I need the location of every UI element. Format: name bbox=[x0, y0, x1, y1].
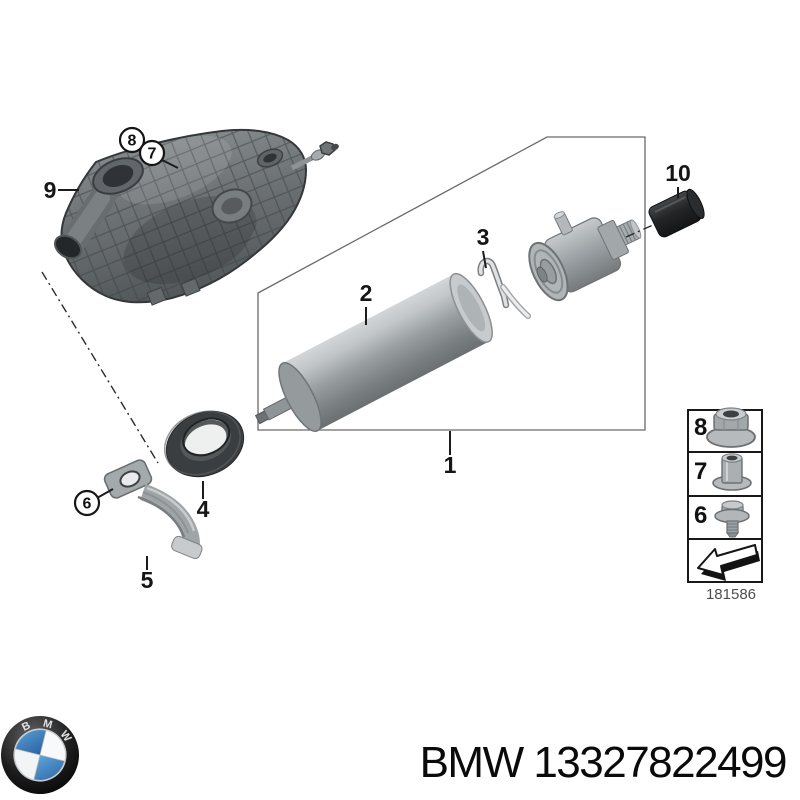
clip-prong bbox=[501, 285, 530, 318]
ring-sheen bbox=[163, 410, 241, 476]
clamp-tab-hole bbox=[119, 470, 141, 488]
logo-letter-m: M bbox=[42, 718, 54, 732]
pressure-regulator bbox=[528, 211, 642, 302]
legend-item-arrow bbox=[697, 544, 760, 581]
rubber-ring-part-4 bbox=[163, 410, 245, 478]
clamp-end-tongue bbox=[171, 535, 203, 560]
regulator-pipe-mouth bbox=[553, 211, 565, 219]
regulator-threads bbox=[619, 221, 637, 244]
callout-6-label: 6 bbox=[83, 496, 92, 513]
retaining-clip-part-3 bbox=[477, 257, 531, 319]
housing-snout-opening bbox=[53, 234, 83, 260]
fuel-filter-part-2 bbox=[254, 272, 493, 432]
callout-8-label: 8 bbox=[128, 133, 137, 150]
regulator-nipple-tip bbox=[629, 219, 642, 239]
callout-2-label: 2 bbox=[360, 280, 373, 306]
logo-quadrant-white-bl bbox=[15, 748, 40, 780]
legend-8-label: 8 bbox=[694, 414, 707, 441]
alignment-line-cap bbox=[625, 224, 654, 238]
legend-item-8: 8 bbox=[694, 407, 756, 448]
legend-7-label: 7 bbox=[694, 458, 707, 485]
flange-nut-icon bbox=[706, 407, 756, 448]
filter-end-cap-left bbox=[278, 362, 322, 432]
logo-quadrant-white-tr bbox=[40, 730, 65, 762]
callout-7-leader bbox=[161, 159, 179, 169]
callout-9-label: 9 bbox=[44, 177, 57, 203]
housing-tab-2 bbox=[180, 277, 201, 297]
logo-cross bbox=[15, 730, 65, 780]
filter-housing-part-9 bbox=[53, 128, 339, 306]
callout-3-label: 3 bbox=[477, 224, 490, 250]
ring-inner-wall bbox=[180, 419, 231, 462]
bmw-logo-icon: B M W bbox=[1, 716, 79, 794]
clamp-bracket-part-5 bbox=[103, 459, 203, 560]
assembly-frame bbox=[257, 136, 646, 431]
cap-highlight bbox=[654, 196, 686, 213]
housing-mount-bolt bbox=[290, 141, 339, 171]
callout-5-label: 5 bbox=[141, 567, 154, 593]
logo-quadrant-blue-br bbox=[33, 755, 65, 780]
housing-port-bore bbox=[263, 153, 277, 163]
legend-item-7: 7 bbox=[694, 453, 752, 491]
diagram-code: 181586 bbox=[706, 586, 756, 603]
part-number-text: BMW 13327822499 bbox=[420, 738, 786, 787]
bolt-tip bbox=[331, 143, 339, 151]
callout-circle-6: 6 bbox=[73, 489, 101, 517]
protective-cap-part-10 bbox=[648, 188, 705, 238]
clamp-rib-2 bbox=[146, 486, 196, 532]
housing-tab-1 bbox=[146, 286, 167, 306]
housing-highlight bbox=[118, 135, 232, 205]
ring-hole-rim bbox=[182, 417, 231, 457]
callout-circle bbox=[138, 139, 166, 167]
callout-circle bbox=[73, 489, 101, 517]
filter-end-face bbox=[457, 284, 486, 332]
clamp-rib-3 bbox=[142, 491, 189, 534]
screw-washer-icon bbox=[714, 500, 750, 538]
logo-quadrant-blue-tl bbox=[15, 730, 47, 755]
spacer-sleeve-icon bbox=[712, 453, 752, 491]
legend-6-label: 6 bbox=[694, 502, 707, 529]
callout-circle-7: 7 bbox=[138, 139, 166, 167]
filter-body bbox=[282, 274, 489, 431]
legend-panel: 8 7 6 bbox=[687, 407, 763, 583]
direction-arrow-icon bbox=[697, 544, 760, 581]
callout-circle bbox=[118, 126, 146, 154]
clamp-rib-1 bbox=[137, 495, 186, 538]
callout-7-label: 7 bbox=[148, 146, 157, 163]
legend-item-6: 6 bbox=[694, 500, 750, 538]
callout-10-label: 10 bbox=[665, 160, 691, 186]
cap-end-face bbox=[686, 188, 705, 219]
housing-dome-inner bbox=[221, 197, 243, 215]
callout-3-leader bbox=[482, 250, 487, 269]
callout-4-label: 4 bbox=[197, 496, 210, 522]
housing-snout-face bbox=[64, 190, 110, 250]
housing-seat-bore bbox=[102, 164, 134, 188]
callout-6-leader bbox=[96, 488, 114, 499]
regulator-hub bbox=[536, 266, 548, 283]
callout-circle-8: 8 bbox=[118, 126, 146, 154]
callout-1-label: 1 bbox=[444, 452, 457, 478]
